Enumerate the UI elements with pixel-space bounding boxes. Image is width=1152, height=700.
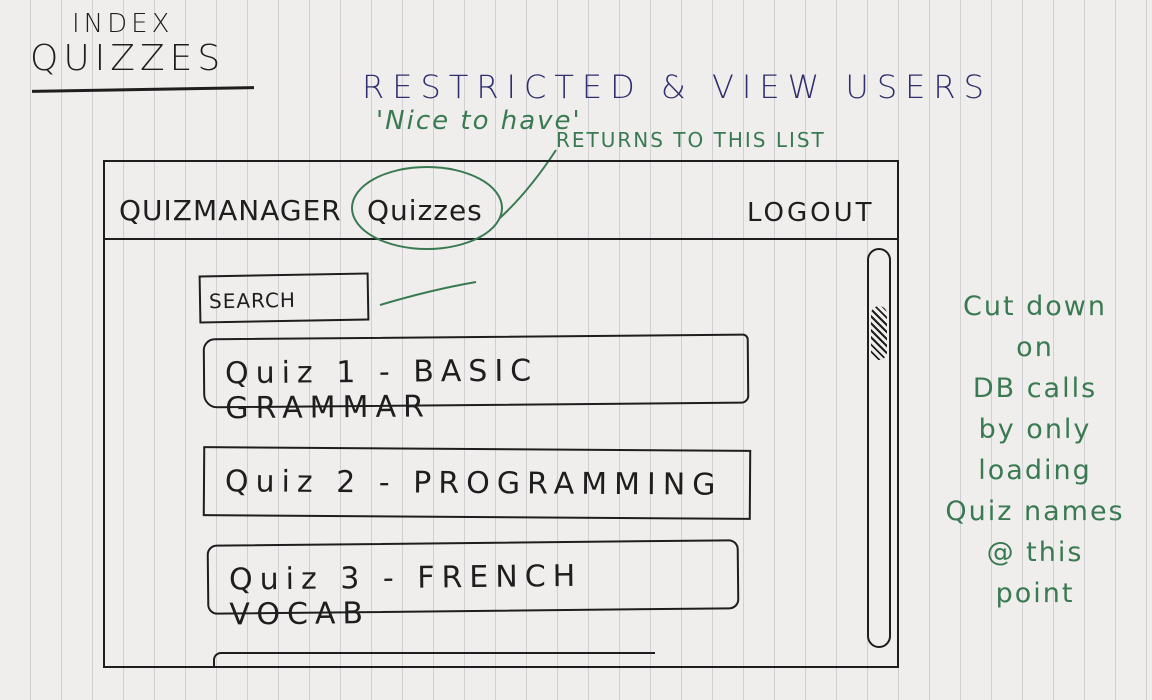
- returns-arrow: [499, 149, 557, 219]
- db-note-line: loading: [978, 455, 1092, 486]
- restriction-note: RESTRICTED & VIEW USERS: [362, 68, 992, 106]
- quiz-list-item-3[interactable]: Quiz 3 - FRENCH VOCAB: [206, 539, 740, 633]
- page-heading-line-2: QUIZZES: [30, 37, 226, 79]
- db-note-line: on: [1016, 332, 1054, 363]
- db-note-line: by only: [978, 414, 1092, 445]
- quiz-list-item-partial[interactable]: [213, 652, 655, 668]
- db-note-line: Quiz names: [945, 496, 1125, 527]
- nice-to-have-note: 'Nice to have': [376, 106, 582, 136]
- scrollbar[interactable]: [867, 248, 891, 648]
- nav-quizzes-highlight-circle: [351, 166, 503, 250]
- db-note-line: Cut down: [963, 291, 1107, 322]
- db-calls-note: Cut down on DB calls by only loading Qui…: [930, 286, 1140, 614]
- db-note-line: DB calls: [972, 373, 1098, 404]
- quiz-list-item-2[interactable]: Quiz 2 - PROGRAMMING: [202, 446, 752, 520]
- returns-note: RETURNS TO THIS LIST: [556, 128, 826, 152]
- app-title: QUIZMANAGER: [119, 194, 342, 227]
- page-heading-line-1: INDEX: [72, 9, 174, 39]
- navbar: QUIZMANAGER Quizzes LOGOUT: [105, 162, 897, 250]
- nav-logout-link[interactable]: LOGOUT: [747, 198, 875, 228]
- quiz-list-item-1[interactable]: Quiz 1 - BASIC GRAMMAR: [202, 333, 750, 426]
- db-note-line: point: [995, 578, 1075, 609]
- search-input[interactable]: SEARCH: [198, 272, 370, 324]
- app-window: QUIZMANAGER Quizzes LOGOUT SEARCH Quiz 1…: [103, 160, 899, 668]
- page-heading: INDEX QUIZZES: [30, 10, 225, 78]
- scrollbar-thumb[interactable]: [871, 306, 887, 360]
- nice-to-have-arrow: [379, 281, 477, 306]
- db-note-line: @ this: [986, 537, 1084, 568]
